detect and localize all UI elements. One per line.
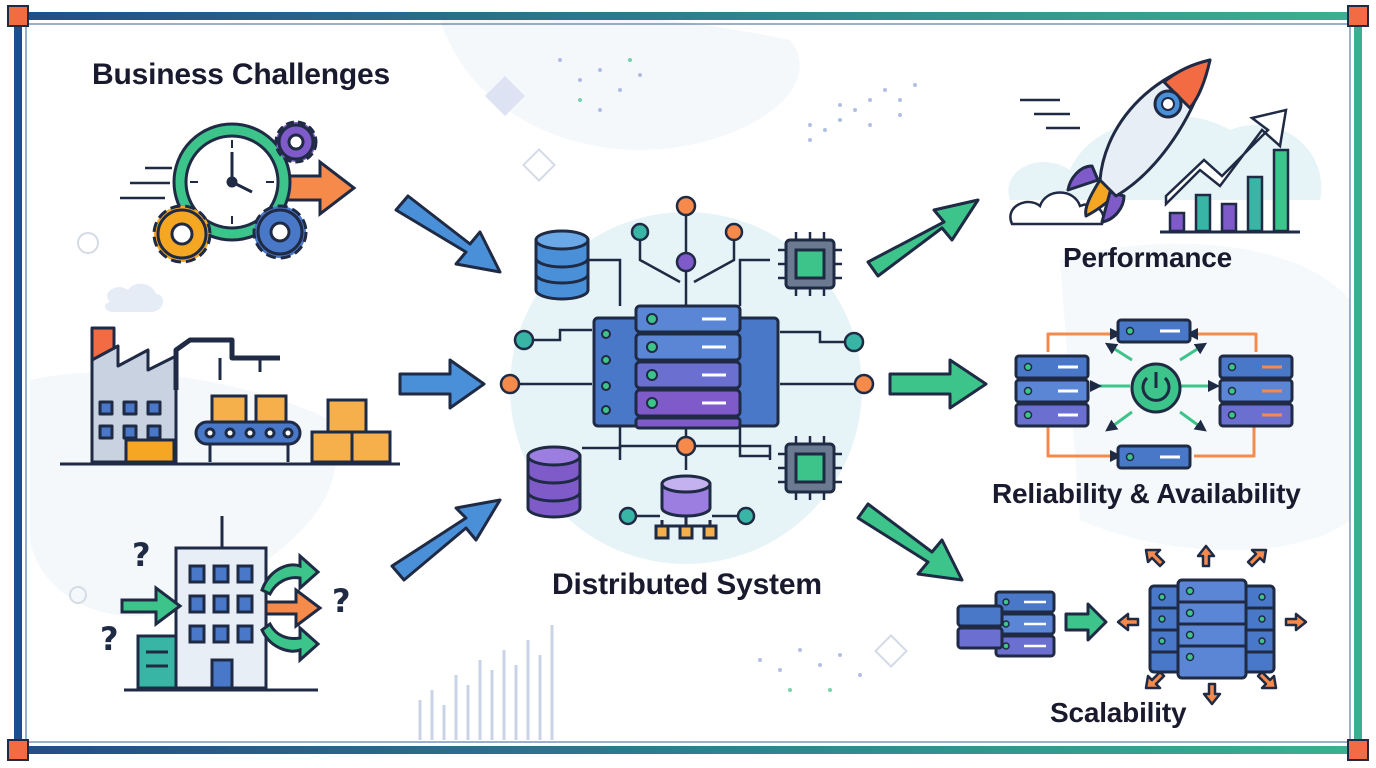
arrow-bottom-left — [390, 498, 502, 582]
scalability-illustration — [956, 544, 1308, 706]
corner-tr — [1347, 5, 1369, 27]
server-rack-icon — [592, 304, 780, 430]
perf-bar-4 — [1246, 175, 1264, 233]
corner-br — [1347, 739, 1369, 761]
arrow-to-reliability — [888, 358, 988, 410]
cloud-icon — [1009, 191, 1105, 226]
corner-tl — [7, 5, 29, 27]
server-right-stack — [1218, 354, 1294, 428]
arrow-to-performance — [866, 198, 980, 278]
small-server-stack — [956, 590, 1056, 658]
perf-bar-5 — [1272, 148, 1290, 233]
bar-chart-icon — [1160, 148, 1300, 234]
svg-text:?: ? — [132, 536, 151, 574]
rocket-icon — [1066, 58, 1212, 224]
arrow-mid-left — [398, 358, 486, 410]
corner-bl — [7, 739, 29, 761]
failover-arrows — [1046, 328, 1260, 462]
business-challenges-label: Business Challenges — [92, 58, 390, 91]
arrow-to-scalability — [856, 502, 964, 582]
reliability-availability-label: Reliability & Availability — [992, 478, 1301, 509]
reliability-illustration — [1014, 318, 1294, 470]
perf-bar-3 — [1220, 202, 1238, 233]
office-building-icon — [120, 516, 323, 692]
sync-arrows — [1090, 342, 1220, 432]
boxes-icon — [310, 398, 392, 464]
dot-pattern — [558, 58, 917, 692]
question-mark-icon: ? ? ? — [100, 536, 351, 658]
frame-border — [7, 5, 1369, 761]
database-icon — [526, 229, 718, 540]
perf-bar-2 — [1194, 193, 1212, 233]
large-server-cluster — [1148, 578, 1276, 680]
chip-icon — [778, 232, 842, 500]
server-left-stack — [1014, 354, 1090, 428]
svg-text:?: ? — [100, 620, 119, 658]
bg-bars — [418, 625, 554, 740]
clock-icon — [120, 122, 357, 242]
factory-icon — [60, 283, 400, 466]
scalability-label: Scalability — [1050, 697, 1187, 728]
expand-arrows — [1116, 544, 1308, 706]
power-icon — [1130, 362, 1182, 414]
performance-illustration — [1008, 58, 1322, 234]
gear-icon — [152, 120, 318, 264]
conveyor-icon — [194, 394, 302, 462]
perf-bar-1 — [1168, 211, 1186, 233]
arrow-top-left — [394, 194, 502, 274]
network-nodes — [499, 195, 875, 526]
svg-text:?: ? — [332, 582, 351, 620]
arrow-system-to-outcomes — [856, 198, 988, 582]
arrow-challenges-to-system — [390, 194, 502, 582]
distributed-system-label: Distributed System — [552, 568, 822, 601]
performance-label: Performance — [1063, 242, 1232, 273]
